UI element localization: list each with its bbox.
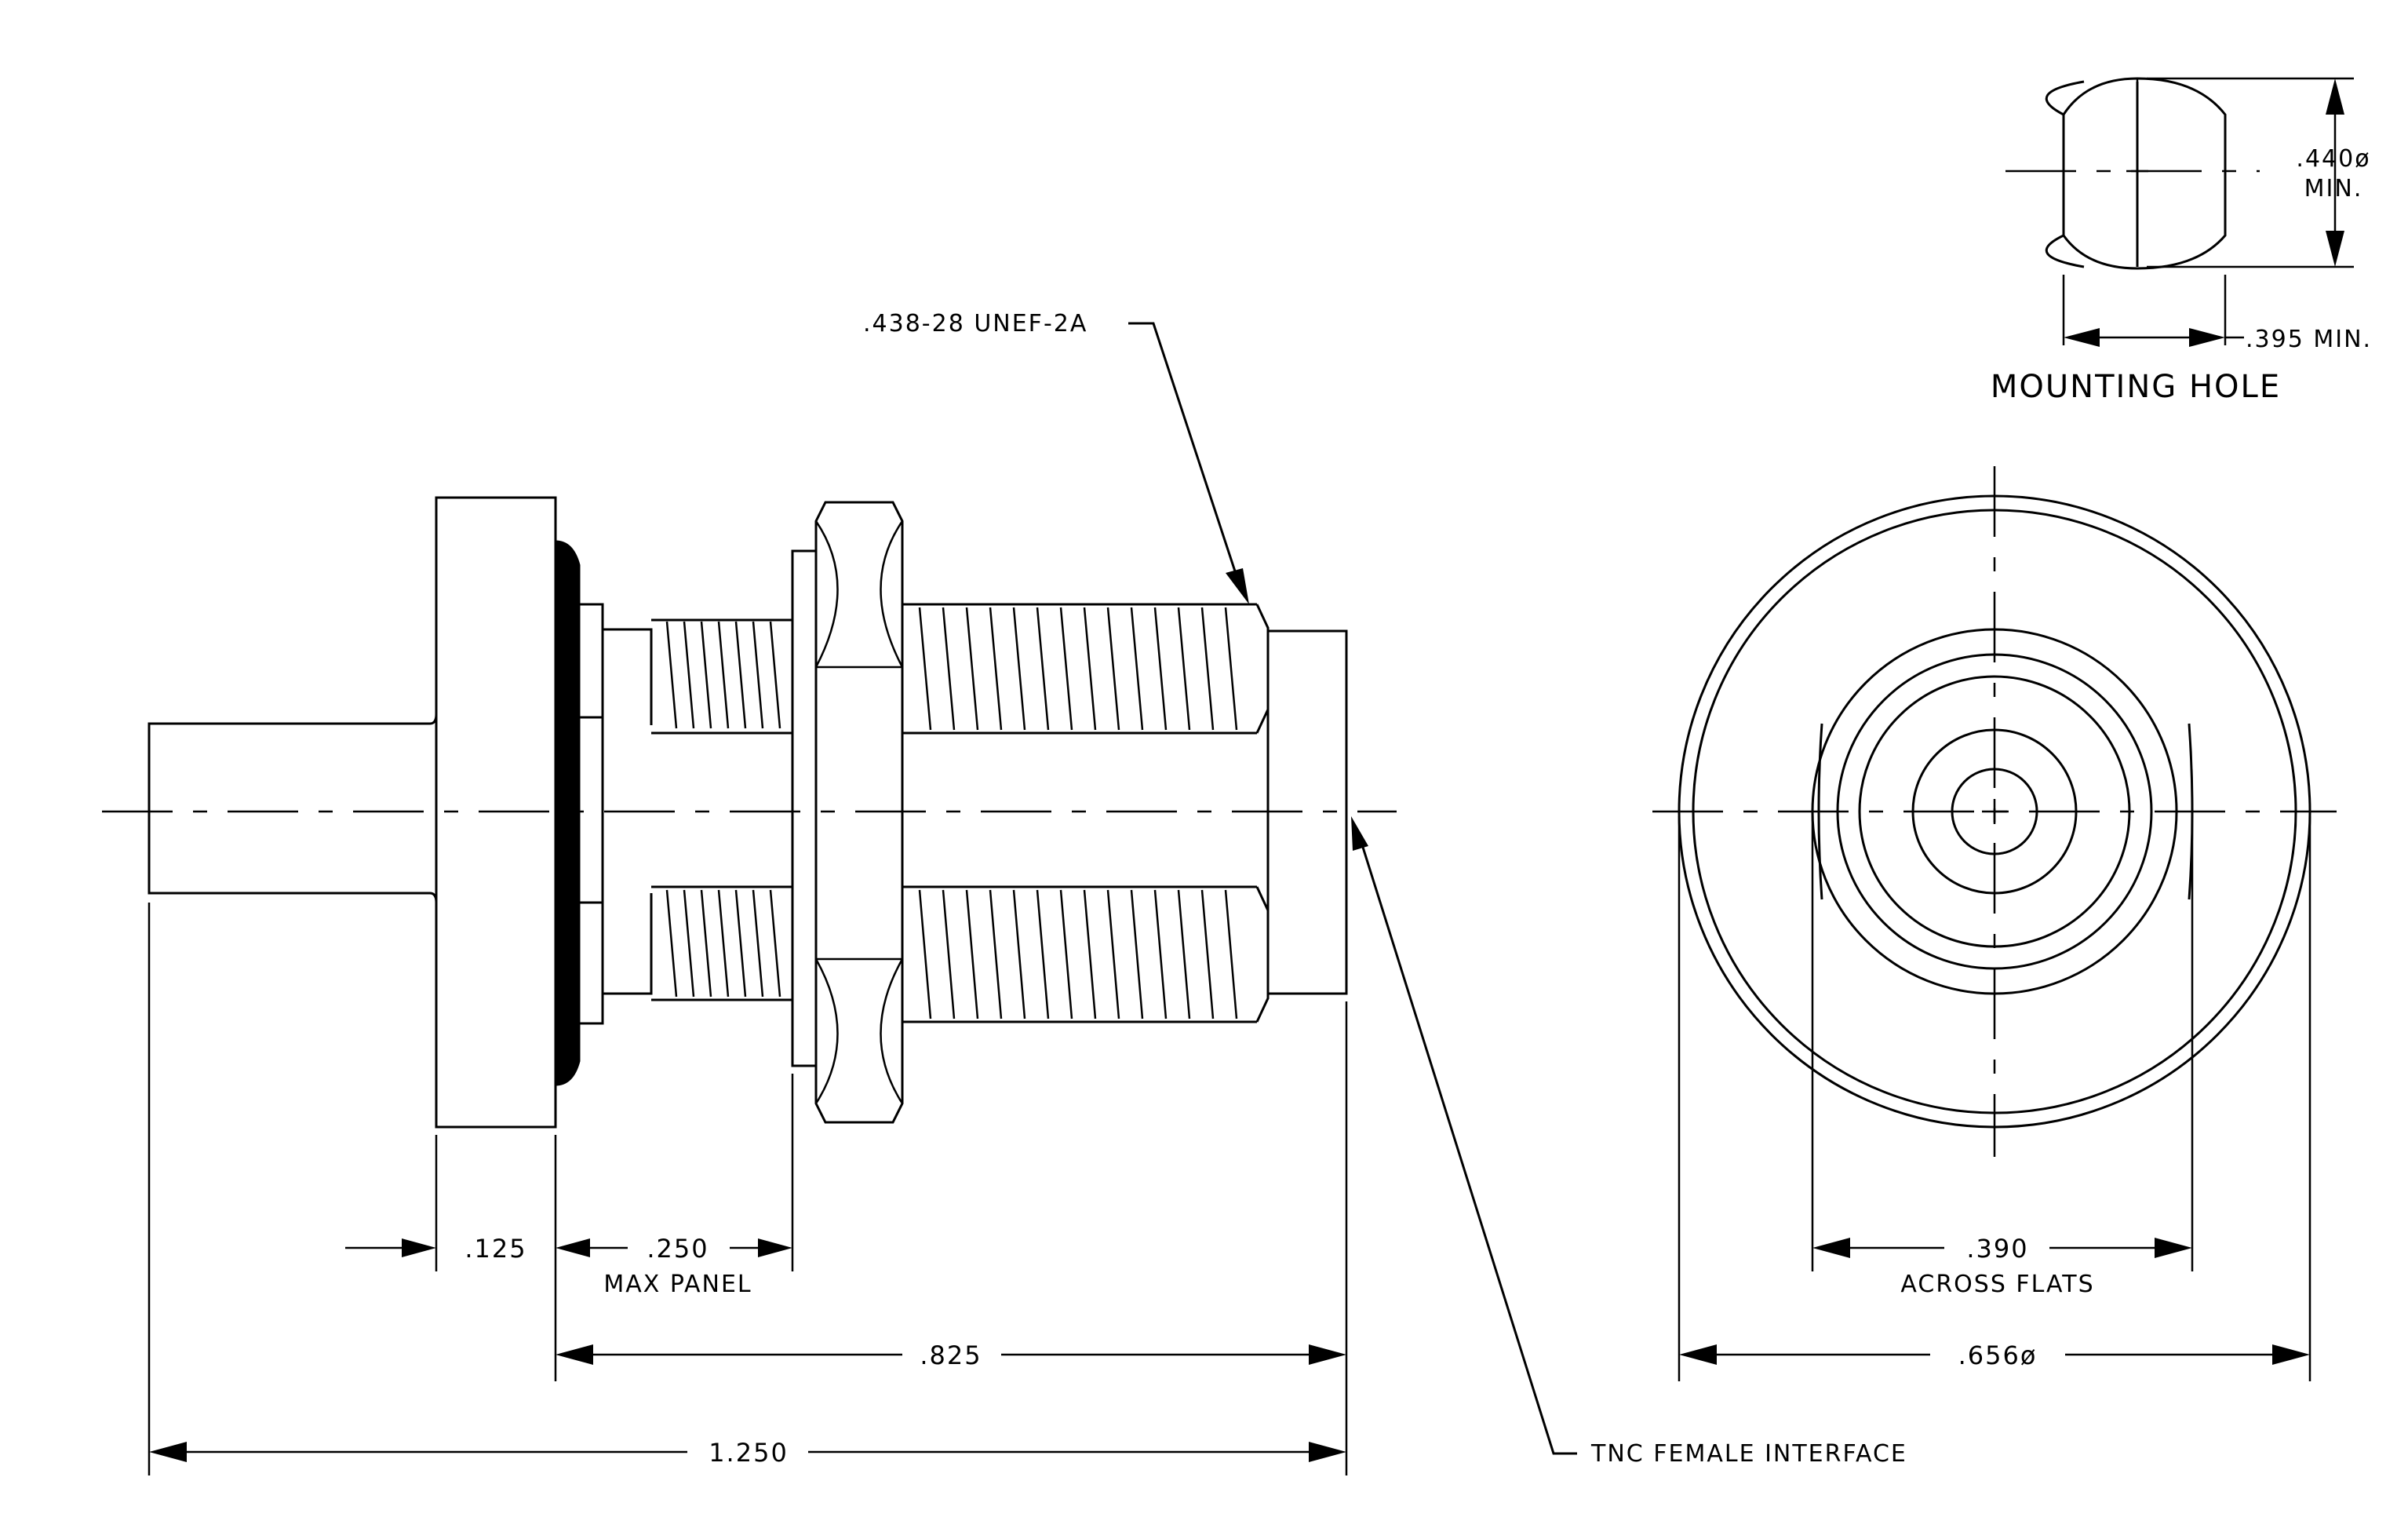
dim-flats: .390 ACROSS FLATS (1812, 1234, 2192, 1298)
mounting-hole-shape (2062, 77, 2227, 270)
front-interface (1266, 629, 1348, 995)
interface-leader (1359, 839, 1577, 1455)
dim-front-value: .825 (920, 1340, 982, 1370)
gasket (554, 540, 581, 1086)
rear-stem (148, 713, 438, 903)
dim-flats-note: ACROSS FLATS (1900, 1271, 2094, 1298)
body-neck-upper (603, 628, 653, 725)
thread-callout: .438-28 UNEF-2A (863, 310, 1087, 337)
thread-leader-arrow (1226, 568, 1249, 604)
dim-flats-value: .390 (1966, 1234, 2028, 1264)
dim-overall: 1.250 (149, 1438, 1346, 1468)
mounting-hole-title: MOUNTING HOLE (1991, 369, 2281, 405)
dim-diameter-value: .656ø (1958, 1340, 2038, 1370)
mounting-hole-view: .440ø MIN. .395 MIN. MOUNTING HOLE (1991, 77, 2372, 405)
dim-overall-value: 1.250 (709, 1438, 789, 1468)
mh-center-cross (2126, 160, 2148, 182)
dim-mh-width-value: .395 MIN. (2246, 326, 2372, 353)
dim-mh-width: .395 MIN. (2064, 326, 2372, 353)
interface-callout: TNC FEMALE INTERFACE (1590, 1440, 1907, 1468)
dim-flange-value: .125 (464, 1234, 526, 1264)
side-view: .438-28 UNEF-2A TNC FEMALE INTERFACE .12… (102, 310, 1907, 1475)
dim-panel-note: MAX PANEL (603, 1271, 752, 1298)
dim-diameter: .656ø (1679, 1340, 2310, 1370)
end-extension-lines (1678, 808, 2311, 1381)
front-thread-lower (902, 885, 1270, 1023)
dim-mh-height-value: .440ø (2296, 145, 2370, 173)
thread-leader (1128, 322, 1240, 582)
dim-flange: .125 (345, 1234, 526, 1264)
dim-mh-height-note: MIN. (2304, 175, 2363, 202)
side-extension-lines (148, 903, 1348, 1475)
mounting-hole-outline (2045, 80, 2139, 268)
dim-panel: .250 MAX PANEL (556, 1234, 792, 1298)
shoulder-middle (577, 716, 604, 904)
body-neck-lower (603, 893, 653, 995)
dim-front: .825 (556, 1340, 1346, 1370)
rear-thread-lower (651, 885, 792, 1001)
front-thread-upper (902, 603, 1270, 735)
rear-thread-upper (651, 618, 792, 735)
shoulder-lower (577, 901, 604, 1025)
lock-washer (791, 549, 818, 1067)
mh-extension-lines (2062, 77, 2354, 345)
shoulder-upper (577, 603, 604, 719)
hex-nut (814, 501, 904, 1124)
end-view: .390 ACROSS FLATS .656ø (1652, 466, 2337, 1381)
dim-panel-value: .250 (647, 1234, 709, 1264)
dim-mh-height: .440ø MIN. (2296, 78, 2370, 267)
interface-leader-arrow (1351, 816, 1368, 851)
